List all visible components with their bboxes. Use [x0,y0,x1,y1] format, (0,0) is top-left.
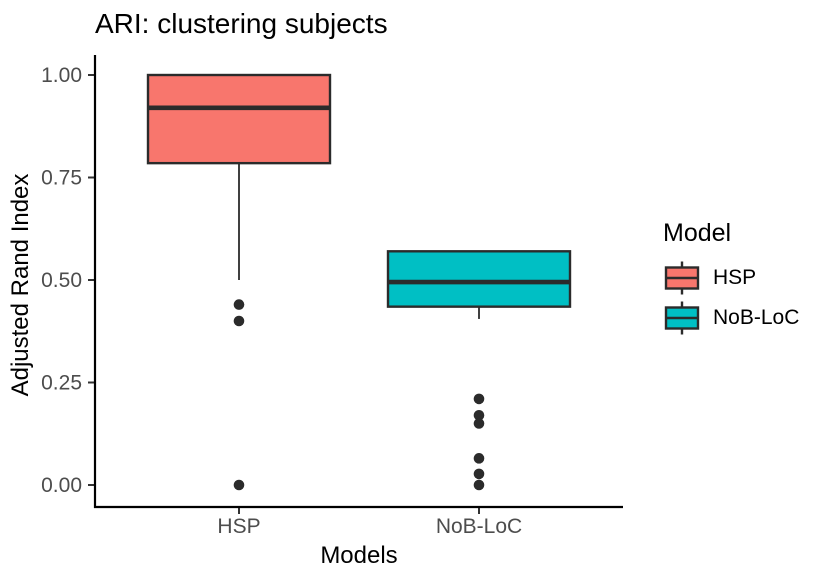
boxplot-key-icon [664,261,700,295]
legend-items: HSP NoB-LoC [663,258,799,338]
outlier-dot [233,479,245,491]
legend-item-hsp: HSP [663,258,799,298]
outlier-dot [473,468,485,480]
legend-title: Model [663,219,732,247]
outlier-dot [473,410,485,421]
outlier-dot [233,315,245,327]
boxplot-key-icon [664,301,700,335]
chart-title: ARI: clustering subjects [95,8,388,39]
box-hsp [146,73,332,165]
y-tick-label: 0.25 [41,372,82,395]
legend-label: NoB-LoC [713,305,800,329]
outlier-dot [233,299,245,310]
x-tick-label: HSP [217,515,260,538]
outlier-dot [473,453,485,464]
x-axis-title: Models [320,542,398,569]
outlier-dot [473,393,485,405]
legend-item-nob-loc: NoB-LoC [663,298,799,338]
y-tick-label: 0.50 [41,269,82,292]
y-tick-label: 0.00 [41,474,82,497]
box-nob-loc [386,250,572,308]
y-tick-label: 1.00 [41,64,82,87]
legend: Model HSP NoB-LoC [663,219,799,338]
y-axis-title: Adjusted Rand Index [7,173,34,397]
outlier-dot [473,479,485,491]
outlier-dot [473,418,485,429]
legend-label: HSP [713,265,757,289]
y-tick-label: 0.75 [41,167,82,190]
x-tick-label: NoB-LoC [436,515,522,538]
